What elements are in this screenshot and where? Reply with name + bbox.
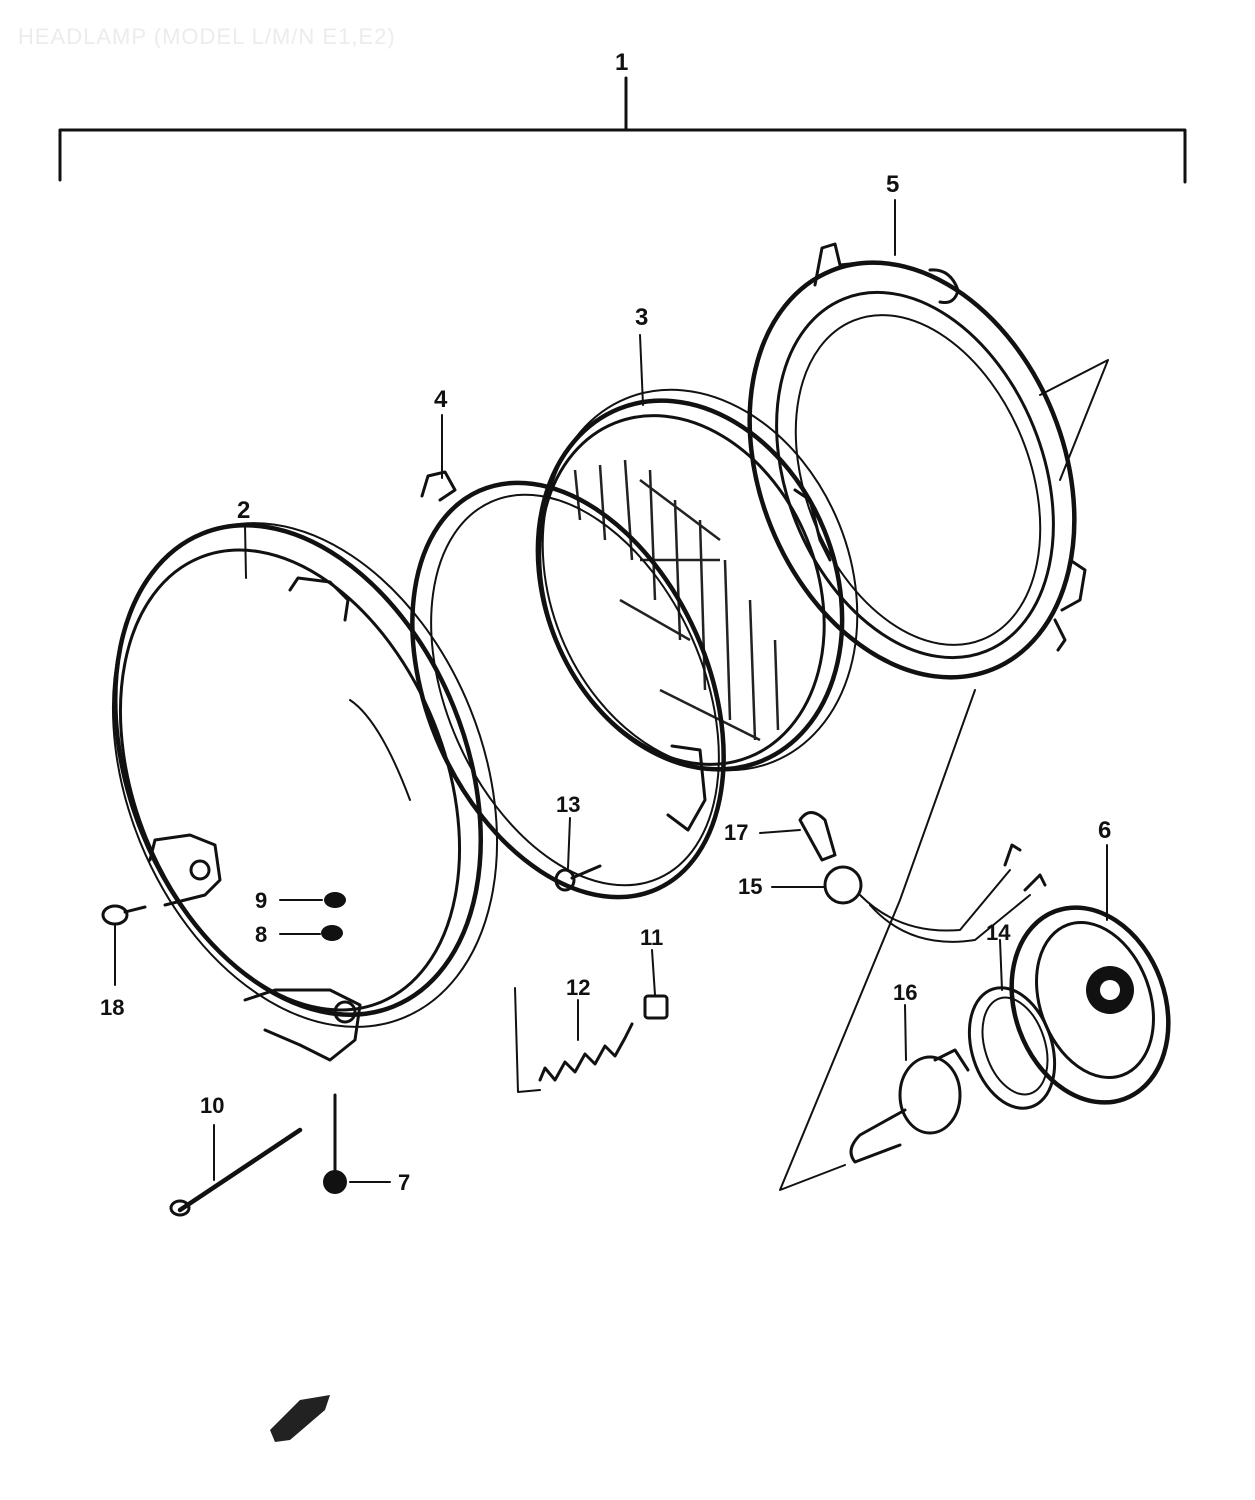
callout-15: 15 xyxy=(738,874,762,899)
callout-1: 1 xyxy=(615,49,628,76)
loose-fragment xyxy=(270,1395,330,1442)
part-8-nut xyxy=(321,925,343,941)
part-6-rear-cover xyxy=(1009,905,1171,1105)
part-12-spring xyxy=(514,987,634,1093)
callout-6: 6 xyxy=(1098,817,1111,844)
callout-18: 18 xyxy=(100,995,124,1020)
callout-12: 12 xyxy=(566,975,590,1000)
part-18-screw xyxy=(101,904,147,926)
part-4-mounting-rim xyxy=(410,470,726,900)
callout-13: 13 xyxy=(556,792,580,817)
callout-7: 7 xyxy=(398,1170,410,1195)
part-11-nut xyxy=(643,994,669,1020)
callout-labels: 1 2 3 4 5 6 7 8 9 10 11 12 13 14 15 16 1… xyxy=(100,49,1111,1195)
part-3-lens-unit xyxy=(535,388,859,772)
leader-lines xyxy=(114,199,1108,1183)
lens-pattern xyxy=(573,459,780,742)
part-14-retaining-ring xyxy=(967,986,1057,1110)
assembly-bracket xyxy=(58,76,1187,184)
callout-10: 10 xyxy=(200,1093,224,1118)
callout-4: 4 xyxy=(434,386,448,413)
part-16-main-bulb xyxy=(849,1048,970,1164)
part-10-adjust-screw xyxy=(169,1127,303,1217)
callout-2: 2 xyxy=(237,497,250,524)
callout-8: 8 xyxy=(255,922,267,947)
callout-16: 16 xyxy=(893,980,917,1005)
callout-11: 11 xyxy=(640,925,663,950)
part-5-housing xyxy=(747,242,1109,1191)
callout-5: 5 xyxy=(886,171,899,198)
part-2-trim-ring xyxy=(111,522,499,1062)
part-17-pilot-bulb xyxy=(798,811,837,862)
part-9-washer xyxy=(324,892,346,908)
callout-17: 17 xyxy=(724,820,748,845)
diagram-title: HEADLAMP (MODEL L/M/N E1,E2) xyxy=(18,24,396,49)
callout-9: 9 xyxy=(255,888,267,913)
part-13-screw xyxy=(554,864,602,892)
callout-3: 3 xyxy=(635,304,648,331)
callout-14: 14 xyxy=(986,920,1011,945)
part-15-socket xyxy=(823,843,1047,943)
part-7-nut xyxy=(323,1093,347,1194)
